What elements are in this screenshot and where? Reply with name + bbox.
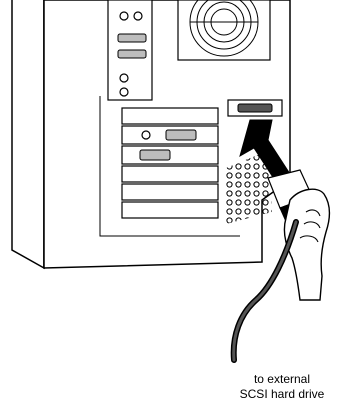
io-port-column — [108, 0, 152, 100]
fan-grille — [178, 0, 270, 60]
expansion-slots — [122, 108, 218, 218]
scsi-port-slot — [228, 100, 282, 116]
cable-destination-caption: to external SCSI hard drive — [222, 372, 342, 402]
caption-line-1: to external — [222, 372, 342, 387]
caption-line-2: SCSI hard drive — [222, 387, 342, 402]
